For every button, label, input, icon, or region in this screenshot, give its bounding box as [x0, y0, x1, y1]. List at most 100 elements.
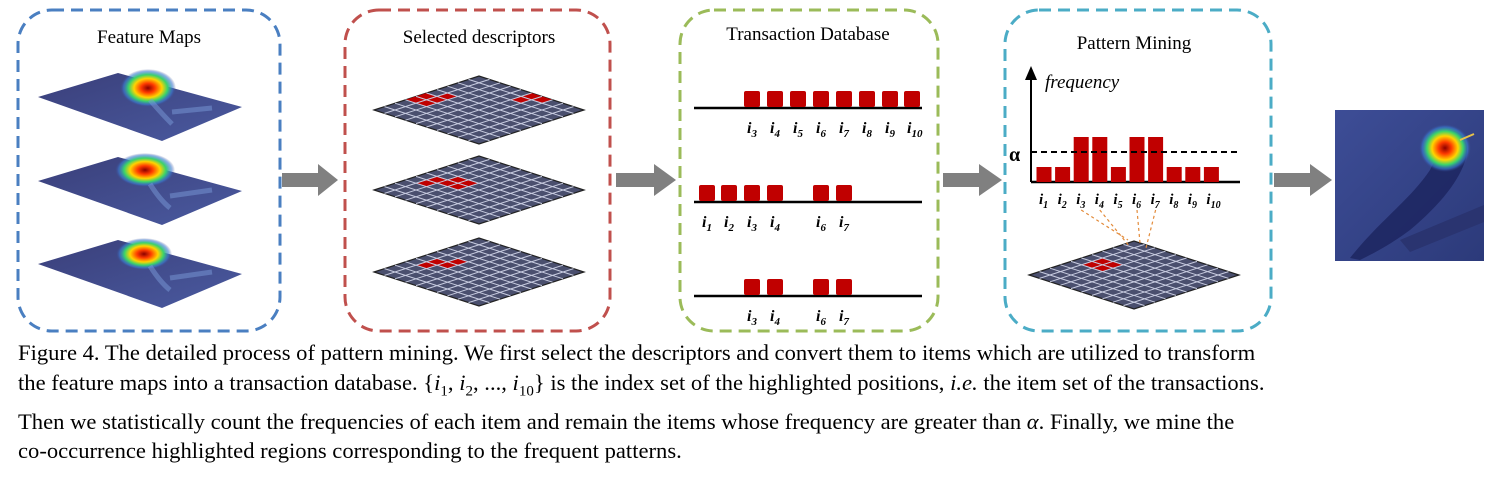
transaction-item-label: i3 [747, 120, 757, 140]
transaction-item-label: i4 [770, 308, 780, 328]
frequency-item-label: i8 [1169, 192, 1178, 211]
transaction-database-title: Transaction Database [726, 24, 889, 45]
transaction-item-label: i9 [885, 120, 895, 140]
flow-arrow-2 [616, 164, 676, 196]
transaction-item-label: i3 [747, 308, 757, 328]
pattern-mining-frame [1003, 8, 1273, 333]
frequency-bar [1148, 137, 1164, 182]
frequency-bar [1110, 167, 1126, 182]
highlighted-cell [437, 93, 458, 100]
transaction-item-box [813, 185, 829, 201]
transaction-database-frame [678, 8, 940, 333]
frequency-item-label: i9 [1188, 192, 1197, 211]
frequency-bar [1055, 167, 1071, 182]
selected-descriptors-frame [343, 8, 612, 333]
pattern-links [1080, 209, 1157, 249]
transaction-item-label: i1 [702, 214, 712, 234]
frequency-bar [1073, 137, 1089, 182]
descriptor-grid-1 [372, 75, 586, 145]
caption-line-2c: the item set of the transactions. [983, 369, 1265, 395]
alpha-label: α [1009, 144, 1020, 166]
transaction-item-label: i10 [907, 120, 923, 140]
caption-set: {i1, i2, ..., i10} [423, 369, 545, 400]
transaction-item-box [813, 279, 829, 295]
transaction-item-label: i6 [816, 214, 826, 234]
transaction-item-box [767, 91, 783, 107]
pattern-link [1099, 209, 1131, 248]
set-dots: ... [484, 369, 502, 395]
pattern-link [1136, 209, 1141, 244]
transaction-item-box [767, 185, 783, 201]
caption-line-3b: . Finally, we mine the [1038, 408, 1235, 434]
caption-ie: i.e. [950, 369, 978, 395]
descriptor-grid-3 [372, 237, 586, 307]
transaction-item-box [744, 185, 760, 201]
frequency-item-label: i2 [1058, 192, 1067, 211]
transaction-item-label: i8 [862, 120, 872, 140]
transaction-item-box [859, 91, 875, 107]
transaction-item-label: i7 [839, 214, 849, 234]
flow-arrow-3 [943, 164, 1002, 196]
transaction-item-box [836, 279, 852, 295]
flow-arrow-4 [1274, 164, 1332, 196]
caption-line-2: the feature maps into a transaction data… [18, 368, 1484, 407]
feature-map-2 [38, 153, 242, 225]
frequency-item-label: i7 [1151, 192, 1161, 211]
feature-maps-title: Feature Maps [97, 27, 201, 48]
set-open-brace: { [423, 369, 435, 395]
frequency-item-label: i3 [1076, 192, 1085, 211]
transaction-item-box [744, 91, 760, 107]
feature-map-1 [38, 69, 242, 141]
frequency-bar [1166, 167, 1182, 182]
set-close-brace: } [533, 369, 545, 395]
transaction-item-label: i2 [724, 214, 734, 234]
pattern-mining-figure: Feature Maps Selected descriptors Transa… [16, 8, 1484, 333]
y-axis-label: frequency [1045, 72, 1120, 93]
frequency-bar [1185, 167, 1201, 182]
descriptor-grid-2 [372, 155, 586, 225]
frequency-item-label: i5 [1113, 192, 1122, 211]
selected-descriptors-title: Selected descriptors [403, 27, 555, 48]
transaction-item-box [767, 279, 783, 295]
pattern-mining-title: Pattern Mining [1077, 33, 1192, 54]
figure-caption: Figure 4. The detailed process of patter… [18, 338, 1484, 466]
frequency-bar [1092, 137, 1108, 182]
transaction-item-box [882, 91, 898, 107]
set-s1: 1 [440, 383, 448, 400]
feature-map-3 [38, 238, 242, 308]
transaction-item-label: i4 [770, 214, 780, 234]
transaction-item-box [813, 91, 829, 107]
transaction-item-box [790, 91, 806, 107]
highlighted-cell [416, 93, 437, 100]
frequency-bar [1203, 167, 1219, 182]
caption-line-2b: is the index set of the highlighted posi… [550, 369, 945, 395]
transaction-item-box [744, 279, 760, 295]
frequency-bar [1036, 167, 1052, 182]
caption-line-1: Figure 4. The detailed process of patter… [18, 340, 1256, 365]
flow-arrow-1 [282, 164, 338, 196]
set-s10: 10 [518, 383, 534, 400]
frequency-item-label: i1 [1039, 192, 1048, 211]
transaction-item-box [836, 185, 852, 201]
y-axis-arrowhead [1025, 66, 1037, 80]
feature-maps-frame [16, 8, 282, 333]
caption-line-2a: the feature maps into a transaction data… [18, 369, 418, 395]
transaction-item-label: i5 [793, 120, 803, 140]
transaction-item-label: i4 [770, 120, 780, 140]
frequency-bar [1129, 137, 1145, 182]
caption-line-4: co-occurrence highlighted regions corres… [18, 438, 682, 464]
set-s2: 2 [465, 383, 474, 400]
caption-line-3a: Then we statistically count the frequenc… [18, 408, 1022, 434]
transaction-item-box [836, 91, 852, 107]
transaction-item-box [904, 91, 920, 107]
result-image [1335, 110, 1484, 261]
transaction-item-label: i6 [816, 120, 826, 140]
pattern-link [1080, 209, 1129, 241]
pattern-grid [1027, 240, 1241, 310]
transaction-item-label: i7 [839, 120, 849, 140]
set-i2: i [459, 369, 466, 395]
frequency-item-label: i4 [1095, 192, 1104, 211]
caption-line-3: Then we statistically count the frequenc… [18, 407, 1484, 437]
